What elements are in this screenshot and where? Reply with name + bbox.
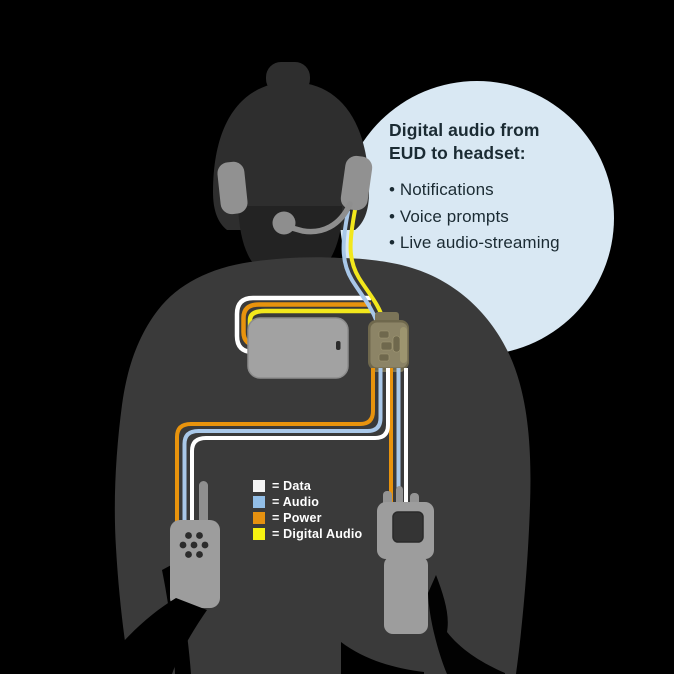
ear-cup-left-icon [217, 161, 248, 215]
headset-cable [341, 208, 386, 324]
legs-gap-shadow [341, 642, 424, 674]
wire-data [190, 368, 390, 524]
legend-label: = Data [272, 479, 312, 493]
wire-legend: = Data = Audio = Power = Digital Audio [253, 479, 363, 544]
boom-arm-icon [289, 201, 353, 235]
legend-label: = Digital Audio [272, 527, 363, 541]
wire-audio [182, 368, 383, 524]
legend-row-data: = Data [253, 479, 362, 493]
legend-row-audio: = Audio [253, 495, 362, 509]
eud-camera-dot [336, 341, 341, 350]
legend-row-power: = Power [253, 511, 362, 525]
antenna-icon [199, 481, 208, 527]
boom-mic-icon [272, 211, 296, 235]
headset-icon [217, 155, 373, 235]
speech-bubble-text: Digital audio from EUD to headset: Notif… [389, 119, 609, 257]
wire-audio [341, 210, 379, 324]
wire-digital-audio [348, 208, 386, 324]
legend-label: = Power [272, 511, 322, 525]
bubble-title: Digital audio from EUD to headset: [389, 120, 540, 163]
wire-power [175, 368, 375, 524]
data-color-swatch [253, 480, 265, 492]
bubble-bullet: Notifications [389, 177, 609, 204]
ear-cup-right-icon [340, 155, 373, 211]
power-color-swatch [253, 512, 265, 524]
bubble-bullet: Live audio-streaming [389, 230, 609, 257]
bubble-bullet-list: Notifications Voice prompts Live audio-s… [389, 177, 609, 257]
radio-screen [392, 511, 424, 543]
bubble-bullet: Voice prompts [389, 204, 609, 231]
hub-icon [368, 312, 409, 372]
eud-device-icon [247, 317, 349, 379]
radio-cables [175, 368, 408, 524]
hub-buttons [378, 330, 401, 362]
wire-data [234, 295, 371, 355]
hand-silhouette [428, 575, 505, 674]
radio-right-icon [377, 486, 434, 634]
legend-row-digital-audio: = Digital Audio [253, 527, 363, 541]
speaker-grille-icon [179, 532, 209, 558]
strap-shadow [98, 598, 207, 674]
radio-left-icon [170, 481, 220, 608]
audio-color-swatch [253, 496, 265, 508]
legend-label: = Audio [272, 495, 320, 509]
helmet-icon [213, 82, 369, 230]
digital-audio-color-swatch [253, 528, 265, 540]
